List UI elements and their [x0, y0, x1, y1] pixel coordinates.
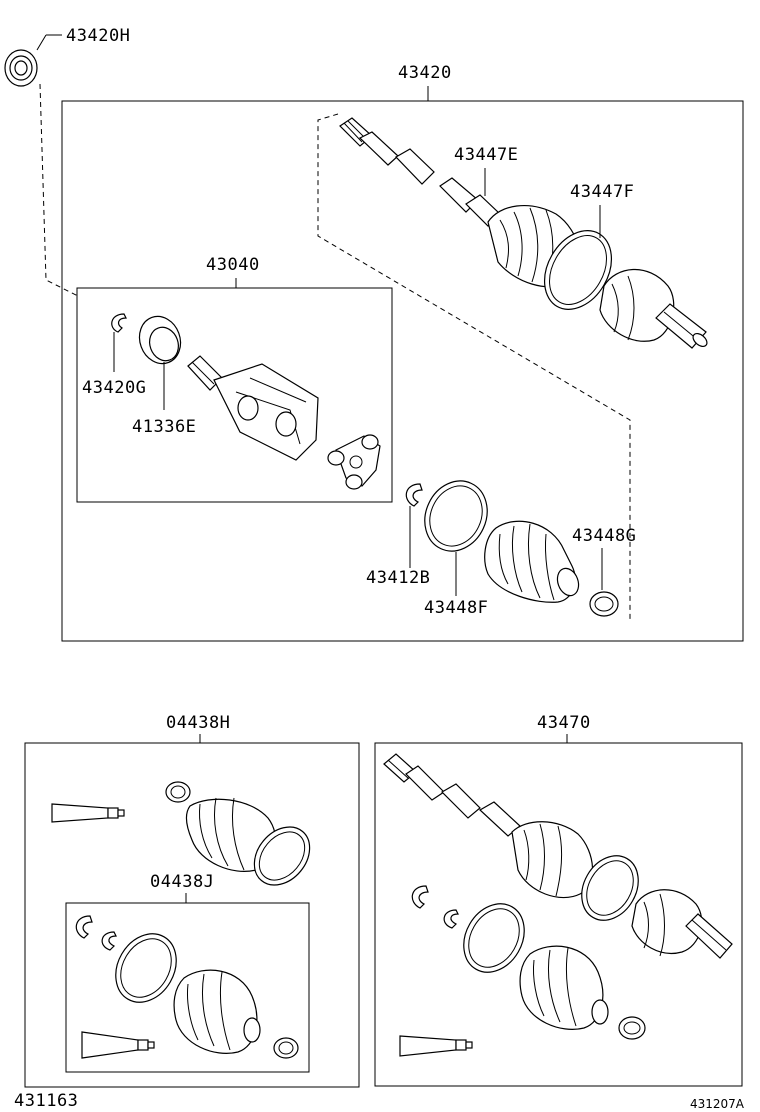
label-43448F: 43448F: [424, 598, 488, 618]
dashed-line-outer: [317, 113, 631, 620]
boot-04438J: [173, 969, 261, 1054]
clamp-small-04438H: [165, 781, 191, 803]
clamp-small-04438J: [273, 1037, 299, 1059]
footer-left-code: 431163: [14, 1091, 78, 1111]
drive-shaft-upper: [339, 117, 708, 349]
drive-shaft-43470: [383, 753, 733, 959]
label-43448G: 43448G: [572, 526, 636, 546]
label-43412B: 43412B: [366, 568, 430, 588]
label-43447F: 43447F: [570, 182, 634, 202]
snap-ring-04438J-b: [101, 931, 117, 951]
tripod-joint: [327, 434, 381, 490]
snap-ring-43412B: [405, 483, 423, 507]
frame-43420: [61, 100, 744, 642]
snap-ring-43470-a: [411, 885, 429, 909]
label-43420G: 43420G: [82, 378, 146, 398]
label-43447E: 43447E: [454, 145, 518, 165]
inboard-joint-housing: [187, 355, 319, 461]
clamp-large-43470: [463, 903, 525, 973]
boot-43470: [519, 945, 609, 1030]
snap-ring-04438J-a: [75, 915, 93, 939]
clamp-large-04438J: [115, 933, 177, 1003]
label-43470: 43470: [537, 713, 591, 733]
grease-tube-lower: [81, 1031, 155, 1059]
clamp-large-04438H: [253, 826, 311, 886]
frame-04438H: [24, 742, 360, 1088]
seal-43420H: [4, 49, 38, 87]
clamp-43448F: [424, 480, 488, 552]
dashed-line-43420H: [39, 83, 79, 297]
seal-41336E: [138, 315, 182, 365]
clamp-43448G: [589, 591, 619, 617]
footer-right-code: 431207A: [690, 1097, 745, 1111]
grease-tube-43470: [399, 1035, 473, 1057]
boot-inner: [484, 520, 580, 603]
label-04438H: 04438H: [166, 713, 230, 733]
label-43420H: 43420H: [66, 26, 130, 46]
label-41336E: 41336E: [132, 417, 196, 437]
label-43040: 43040: [206, 255, 260, 275]
grease-tube-upper: [51, 803, 125, 823]
frame-04438J: [65, 902, 310, 1073]
label-43420: 43420: [398, 63, 452, 83]
frame-43040: [76, 287, 393, 503]
snap-ring-43470-b: [443, 909, 459, 929]
frame-43470: [374, 742, 743, 1087]
snap-ring-43420G: [111, 313, 127, 333]
clamp-small-43470: [618, 1016, 646, 1040]
label-04438J: 04438J: [150, 872, 214, 892]
